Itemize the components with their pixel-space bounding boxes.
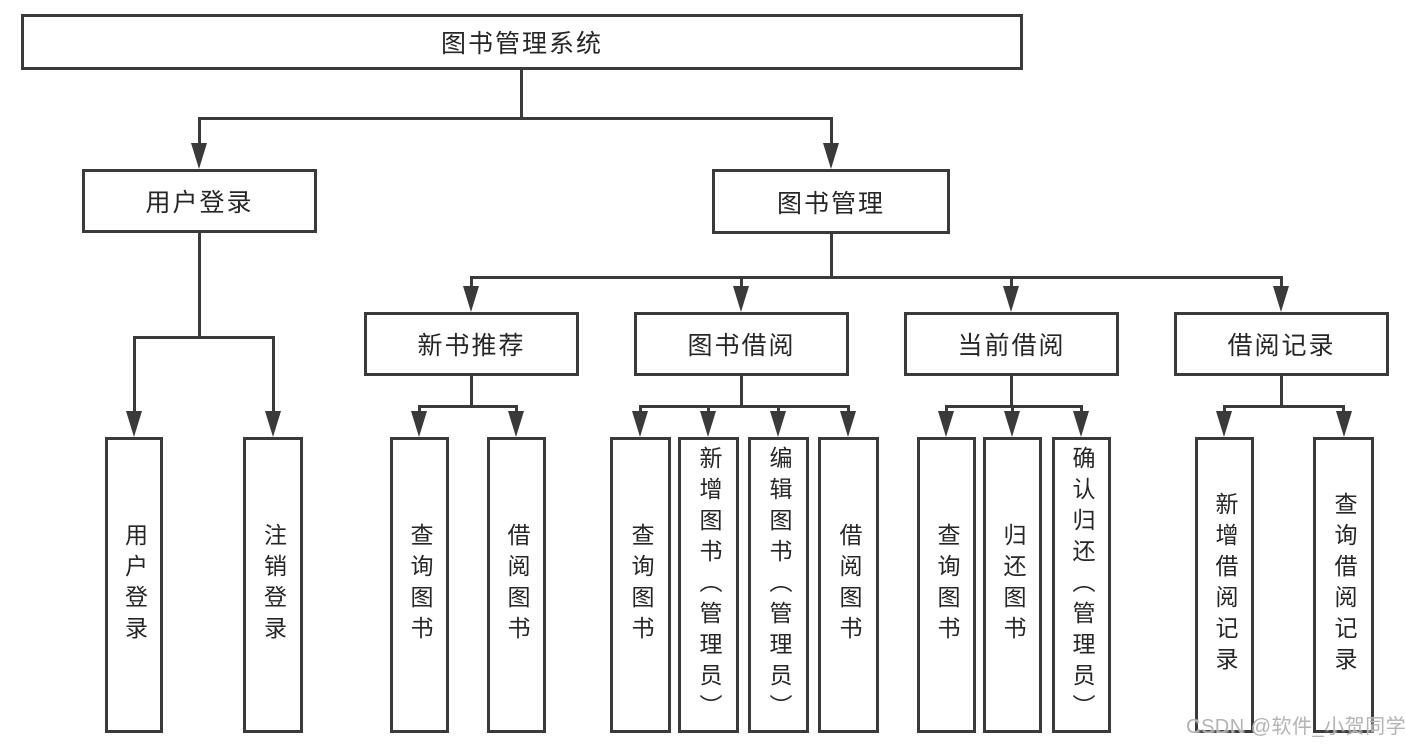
leaf-bb-edit-books-admin-label: 编辑图书（管理员） bbox=[766, 445, 792, 725]
leaf-bb-add-books-admin: 新增图书（管理员） bbox=[678, 437, 739, 733]
arrowhead-down-icon bbox=[1336, 411, 1352, 437]
leaf-cb-query-books: 查询图书 bbox=[917, 437, 976, 733]
leaf-bb-query-books-label: 查询图书 bbox=[628, 523, 654, 647]
node-root: 图书管理系统 bbox=[21, 14, 1023, 70]
v-line bbox=[1342, 405, 1345, 414]
node-book-borrow: 图书借阅 bbox=[634, 312, 849, 376]
arrowhead-down-icon bbox=[508, 411, 524, 437]
leaf-nb-query-books-label: 查询图书 bbox=[407, 523, 433, 647]
v-line bbox=[1010, 276, 1013, 289]
arrowhead-down-icon bbox=[463, 286, 479, 312]
node-book-management-label: 图书管理 bbox=[776, 189, 885, 218]
v-line bbox=[198, 117, 201, 146]
node-new-book-recommend: 新书推荐 bbox=[364, 312, 579, 376]
arrowhead-down-icon bbox=[1003, 286, 1019, 312]
arrowhead-down-icon bbox=[938, 411, 954, 437]
v-line bbox=[830, 234, 833, 278]
leaf-bb-edit-books-admin: 编辑图书（管理员） bbox=[748, 437, 809, 733]
v-line bbox=[1223, 405, 1226, 414]
arrowhead-down-icon bbox=[191, 143, 207, 169]
v-line bbox=[198, 232, 201, 338]
v-line bbox=[515, 405, 518, 414]
v-line bbox=[1011, 405, 1014, 414]
leaf-cb-confirm-return-admin: 确认归还（管理员） bbox=[1052, 437, 1111, 733]
node-current-borrow: 当前借阅 bbox=[904, 312, 1119, 376]
h-line bbox=[133, 336, 275, 339]
v-line bbox=[945, 405, 948, 414]
leaf-bb-borrow-books: 借阅图书 bbox=[818, 437, 879, 733]
arrowhead-down-icon bbox=[840, 411, 856, 437]
arrowhead-down-icon bbox=[700, 411, 716, 437]
h-line bbox=[470, 276, 1283, 279]
h-line bbox=[418, 405, 518, 408]
v-line bbox=[777, 405, 780, 414]
v-line bbox=[272, 336, 275, 414]
v-line bbox=[418, 405, 421, 414]
leaf-br-query-record-label: 查询借阅记录 bbox=[1331, 492, 1357, 678]
v-line bbox=[470, 376, 473, 408]
v-line bbox=[740, 376, 743, 408]
arrowhead-down-icon bbox=[1073, 411, 1089, 437]
node-current-borrow-label: 当前借阅 bbox=[957, 332, 1066, 360]
node-book-borrow-label: 图书借阅 bbox=[687, 332, 796, 360]
v-line bbox=[830, 117, 833, 146]
csdn-watermark: CSDN @软件_小贺同学 bbox=[1186, 716, 1405, 738]
h-line bbox=[639, 405, 850, 408]
node-root-label: 图书管理系统 bbox=[440, 30, 603, 58]
v-line bbox=[1010, 376, 1013, 408]
arrowhead-down-icon bbox=[265, 411, 281, 437]
node-user-login-label: 用户登录 bbox=[145, 189, 254, 217]
leaf-logout-label: 注销登录 bbox=[260, 523, 287, 647]
h-line bbox=[198, 117, 833, 120]
leaf-logout: 注销登录 bbox=[243, 437, 303, 733]
arrowhead-down-icon bbox=[823, 143, 839, 169]
leaf-user-login: 用户登录 bbox=[105, 437, 163, 733]
leaf-user-login-label: 用户登录 bbox=[121, 523, 148, 647]
arrowhead-down-icon bbox=[411, 411, 427, 437]
leaf-nb-query-books: 查询图书 bbox=[390, 437, 449, 733]
v-line bbox=[707, 405, 710, 414]
v-line bbox=[639, 405, 642, 414]
v-line bbox=[1280, 276, 1283, 289]
node-book-management: 图书管理 bbox=[712, 169, 950, 234]
v-line bbox=[1280, 376, 1283, 408]
arrowhead-down-icon bbox=[1004, 411, 1020, 437]
leaf-cb-query-books-label: 查询图书 bbox=[934, 523, 960, 647]
leaf-cb-confirm-return-admin-label: 确认归还（管理员） bbox=[1069, 445, 1095, 725]
leaf-bb-add-books-admin-label: 新增图书（管理员） bbox=[696, 445, 722, 725]
leaf-br-query-record: 查询借阅记录 bbox=[1313, 437, 1374, 733]
v-line bbox=[133, 336, 136, 414]
v-line bbox=[847, 405, 850, 414]
v-line bbox=[740, 276, 743, 289]
arrowhead-down-icon bbox=[733, 286, 749, 312]
arrowhead-down-icon bbox=[1216, 411, 1232, 437]
leaf-br-add-record-label: 新增借阅记录 bbox=[1212, 492, 1238, 678]
node-user-login: 用户登录 bbox=[82, 169, 317, 233]
leaf-br-add-record: 新增借阅记录 bbox=[1195, 437, 1254, 733]
leaf-cb-return-books: 归还图书 bbox=[983, 437, 1042, 733]
leaf-nb-borrow-books: 借阅图书 bbox=[487, 437, 546, 733]
v-line bbox=[1080, 405, 1083, 414]
node-borrow-records-label: 借阅记录 bbox=[1227, 332, 1336, 360]
node-borrow-records: 借阅记录 bbox=[1174, 312, 1389, 376]
v-line bbox=[470, 276, 473, 289]
arrowhead-down-icon bbox=[770, 411, 786, 437]
h-line bbox=[1223, 405, 1345, 408]
leaf-cb-return-books-label: 归还图书 bbox=[1000, 523, 1026, 647]
node-new-book-recommend-label: 新书推荐 bbox=[417, 332, 526, 360]
leaf-bb-query-books: 查询图书 bbox=[610, 437, 671, 733]
arrowhead-down-icon bbox=[1273, 286, 1289, 312]
h-line bbox=[945, 405, 1083, 408]
leaf-nb-borrow-books-label: 借阅图书 bbox=[504, 523, 530, 647]
arrowhead-down-icon bbox=[632, 411, 648, 437]
arrowhead-down-icon bbox=[126, 411, 142, 437]
v-line bbox=[520, 70, 523, 118]
leaf-bb-borrow-books-label: 借阅图书 bbox=[836, 523, 862, 647]
